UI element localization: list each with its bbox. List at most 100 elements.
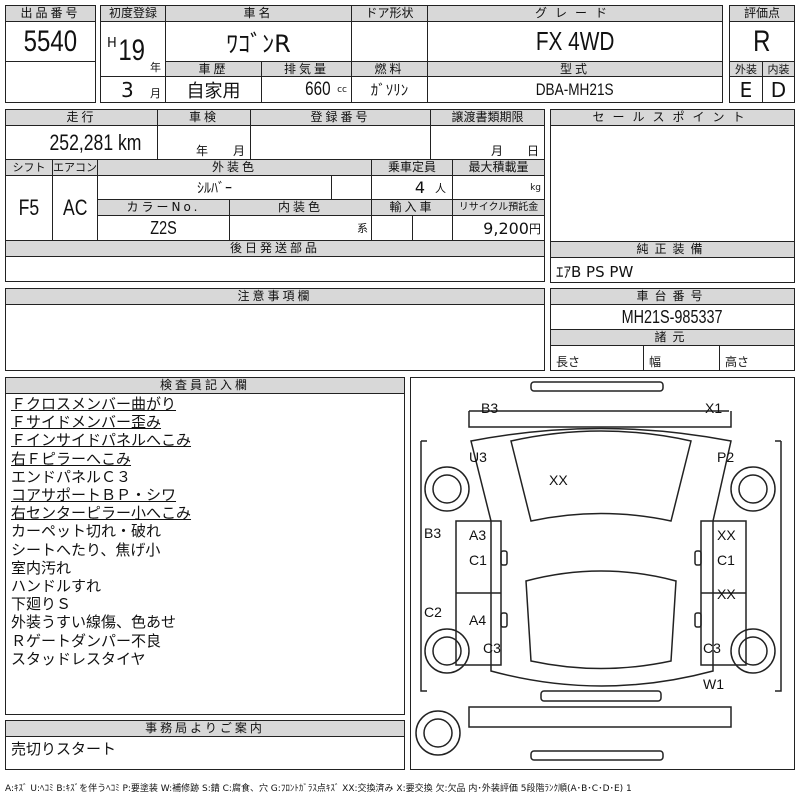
color-label: 外装色 [97, 159, 372, 176]
model-value: DBA-MH21S [427, 76, 723, 103]
ac-value: AC [52, 175, 98, 241]
damage-mark: C3 [703, 640, 721, 656]
color-value: ｼﾙﾊﾞｰ [97, 175, 332, 200]
note-item: ハンドルすれ [11, 577, 102, 596]
load-value: kg [452, 175, 545, 200]
int-label: 内装 [762, 61, 795, 77]
spec-length: 長さ [550, 345, 644, 371]
equip-label: 純正装備 [550, 241, 795, 258]
note-item: カーペット切れ・破れ [11, 522, 162, 541]
note-item: 右Ｆピラーへこみ [11, 449, 132, 468]
damage-mark: X1 [705, 400, 723, 416]
reg-label: 登録番号 [250, 109, 431, 126]
inspector-notes: Ｆクロスメンバー曲がり Ｆサイドメンバー歪み Ｆインサイドパネルへこみ 右Ｆピラ… [5, 393, 405, 715]
model-label: 型式 [427, 61, 723, 77]
note-item: 室内汚れ [11, 558, 72, 577]
import-a [371, 215, 413, 241]
car-outline-icon [415, 381, 782, 761]
damage-mark: W1 [703, 676, 724, 692]
door-label: ドア形状 [351, 5, 428, 22]
import-b [412, 215, 453, 241]
reg-value [250, 125, 431, 160]
car-diagram: B3 X1 U3 P2 XX B3 A3 XX C1 C1 XX C2 A4 C… [410, 377, 795, 770]
damage-mark: B3 [424, 525, 442, 541]
damage-mark: C1 [469, 552, 487, 568]
doc-value: 月日 [430, 125, 545, 160]
damage-mark: XX [549, 472, 568, 488]
lot-number: 5540 [5, 21, 96, 62]
office-label: 事務局よりご案内 [5, 720, 405, 737]
office-text: 売切りスタート [5, 736, 405, 770]
mileage-label: 走行 [5, 109, 158, 126]
int-score: D [762, 76, 795, 103]
later-value [5, 256, 545, 282]
mileage-value: 252,281 km [5, 125, 158, 160]
later-label: 後日発送部品 [5, 240, 545, 257]
ext-score: E [729, 76, 763, 103]
damage-mark: XX [717, 586, 736, 602]
note-item: Ｆサイドメンバー歪み [11, 413, 162, 432]
damage-mark: A4 [469, 612, 487, 628]
first-reg-year: H 19 年 [100, 21, 166, 77]
recycle-label: リサイクル預託金 [452, 199, 545, 216]
car-name: ﾜｺﾞﾝR [165, 21, 352, 62]
note-item: コアサポートＢＰ・シワ [11, 486, 177, 505]
lot-label: 出品番号 [5, 5, 96, 22]
grade-value: FX 4WD [427, 21, 723, 62]
inspection-value: 年月 [157, 125, 251, 160]
lot-blank [5, 61, 96, 103]
equip-value: ｴｱB PS PW [550, 257, 795, 283]
chassis-value: MH21S-985337 [550, 304, 795, 330]
interior-value: 系 [229, 215, 372, 241]
notice-value [5, 304, 545, 371]
damage-mark: C1 [717, 552, 735, 568]
name-label: 車名 [165, 5, 352, 22]
fuel-label: 燃料 [351, 61, 428, 77]
history-label: 車歴 [165, 61, 262, 77]
chassis-label: 車台番号 [550, 288, 795, 305]
history-value: 自家用 [165, 76, 262, 103]
score-value: R [729, 21, 795, 62]
interior-label: 内装色 [229, 199, 372, 216]
damage-mark: P2 [717, 449, 735, 465]
note-item: Ｆクロスメンバー曲がり [11, 395, 177, 413]
colorno-value: Z2S [97, 215, 230, 241]
damage-mark: A3 [469, 527, 487, 543]
door-value [351, 21, 428, 62]
seats-label: 乗車定員 [371, 159, 453, 176]
import-label: 輸入車 [371, 199, 453, 216]
inspector-label: 検査員記入欄 [5, 377, 405, 394]
load-label: 最大積載量 [452, 159, 545, 176]
legend-footer: A:ｷｽﾞ U:ﾍｺﾐ B:ｷｽﾞを伴うﾍｺﾐ P:要塗装 W:補修跡 S:錆 … [5, 784, 632, 794]
spec-height: 高さ [719, 345, 795, 371]
notice-label: 注意事項欄 [5, 288, 545, 305]
score-label: 評価点 [729, 5, 795, 22]
shift-label: シフト [5, 159, 53, 176]
note-item: Ｆインサイドパネルへこみ [11, 431, 192, 450]
note-item: 右センターピラー小へこみ [11, 504, 192, 523]
ext-label: 外装 [729, 61, 763, 77]
grade-label: グレード [427, 5, 723, 22]
note-item: シートへたり、焦げ小 [11, 540, 161, 559]
doc-label: 譲渡書類期限 [430, 109, 545, 126]
sales-value [550, 125, 795, 242]
spec-width: 幅 [643, 345, 720, 371]
color-extra [331, 175, 372, 200]
damage-mark: B3 [481, 400, 499, 416]
ac-label: エアコン [52, 159, 98, 176]
first-reg-label: 初度登録 [100, 5, 166, 22]
note-item: Ｒゲートダンパー不良 [11, 631, 162, 650]
fuel-value: ｶﾞｿﾘﾝ [351, 76, 428, 103]
first-reg-month: 3 月 [100, 76, 166, 103]
note-item: スタッドレスタイヤ [11, 649, 146, 668]
damage-mark: C3 [483, 640, 501, 656]
displacement-label: 排気量 [261, 61, 352, 77]
damage-mark: C2 [424, 604, 442, 620]
spec-label: 諸元 [550, 329, 795, 346]
damage-mark: U3 [469, 449, 487, 465]
note-item: エンドパネルＣ３ [11, 467, 132, 486]
note-item: 外装うすい線傷、色あせ [11, 613, 177, 632]
